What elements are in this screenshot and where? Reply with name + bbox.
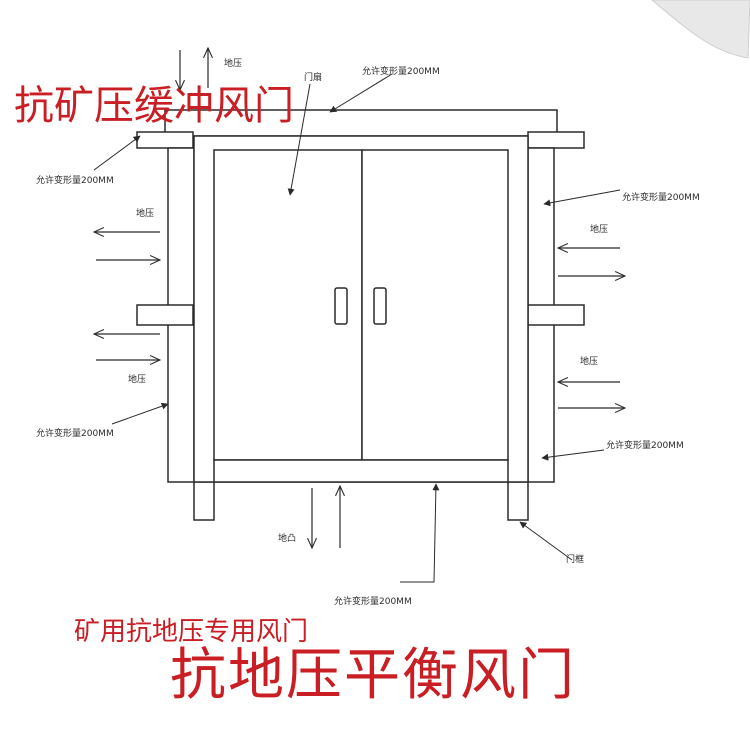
right-post-lower xyxy=(527,323,555,483)
bracket-mid-left xyxy=(136,304,194,326)
handle-left xyxy=(334,287,348,325)
label-deformation-right-upper: 允许变形量200MM xyxy=(622,191,700,203)
right-foot xyxy=(507,481,529,521)
leader-door-leaf xyxy=(287,83,311,196)
label-ground-pressure-left: 地压 xyxy=(136,207,154,219)
label-ground-pressure-top: 地压 xyxy=(224,57,242,69)
left-post-upper xyxy=(167,147,195,307)
label-deformation-top: 允许变形量200MM xyxy=(362,65,440,77)
leader-top-right xyxy=(329,73,393,113)
leader-lines xyxy=(93,73,621,583)
left-foot xyxy=(193,481,215,521)
label-door-leaf: 门扇 xyxy=(304,71,322,83)
bracket-top-right xyxy=(527,131,585,149)
leader-door-frame xyxy=(519,521,573,561)
handle-right xyxy=(373,287,387,325)
bottom-sill xyxy=(213,459,509,483)
pressure-arrows xyxy=(94,48,625,548)
labels: 地压 门扇 允许变形量200MM 允许变形量200MM 允许变形量200MM 地… xyxy=(36,57,700,607)
subtitle: 矿用抗地压专用风门 xyxy=(74,617,309,647)
leader-bottom xyxy=(400,483,440,583)
right-post-upper xyxy=(527,147,555,307)
label-deformation-left-upper: 允许变形量200MM xyxy=(36,174,114,186)
label-door-frame: 门框 xyxy=(566,553,584,565)
label-deformation-right-lower: 允许变形量200MM xyxy=(606,439,684,451)
label-deformation-bottom: 允许变形量200MM xyxy=(334,595,412,607)
leader-top-left xyxy=(93,135,141,171)
label-ground-pressure-right-lower: 地压 xyxy=(580,355,598,367)
title-bottom: 抗地压平衡风门 xyxy=(170,643,576,708)
leader-left-lower xyxy=(111,402,169,425)
label-ground-pressure-right-upper: 地压 xyxy=(590,223,608,235)
bracket-top-left xyxy=(136,131,194,149)
leader-right-upper xyxy=(543,189,621,207)
bracket-mid-right xyxy=(527,304,585,326)
title-top: 抗矿压缓冲风门 xyxy=(14,83,294,129)
label-ground-pressure-left-lower: 地压 xyxy=(128,373,146,385)
page-corner-curl xyxy=(651,0,750,59)
left-post-lower xyxy=(167,323,195,483)
label-ground-bulge: 地凸 xyxy=(278,532,296,544)
leader-right-lower xyxy=(541,449,605,461)
label-deformation-left-lower: 允许变形量200MM xyxy=(36,427,114,439)
door-drawing xyxy=(136,109,585,521)
top-lintel xyxy=(164,109,558,137)
